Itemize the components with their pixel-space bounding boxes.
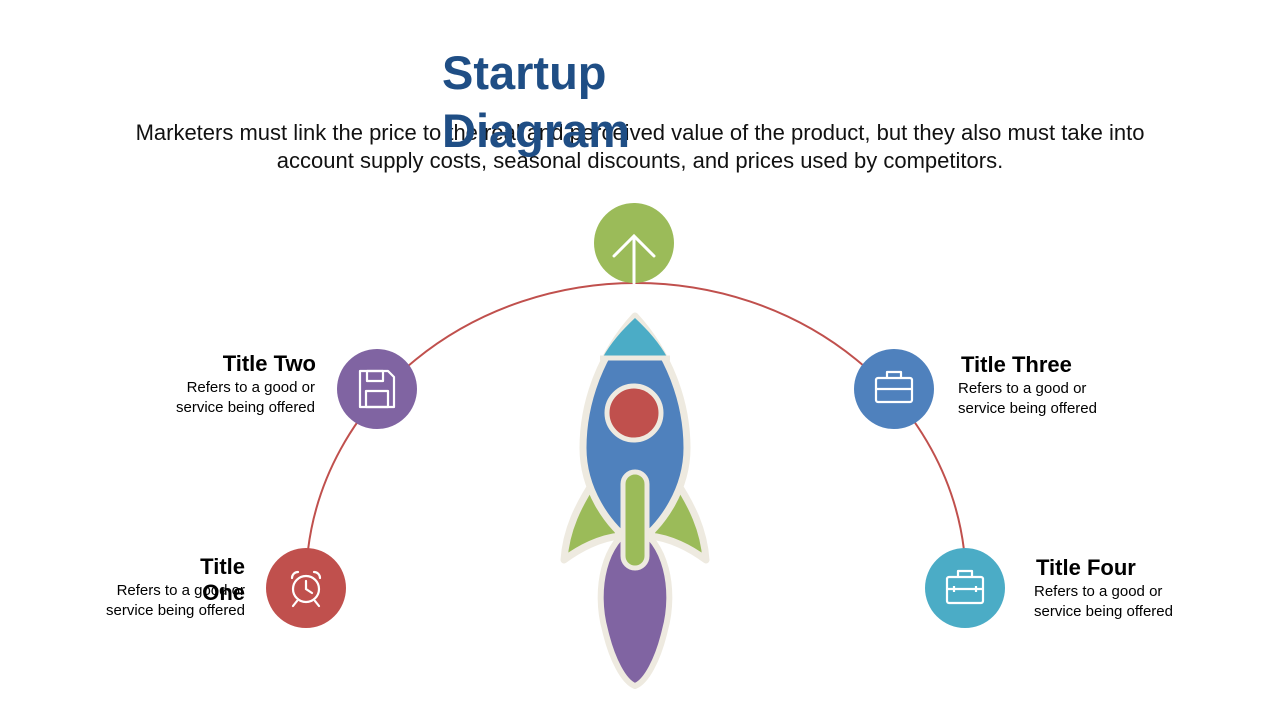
slide-title: Startup Diagram [442,46,631,157]
rocket-fin-left [560,474,624,564]
briefcase-icon [874,370,914,404]
rocket-fin-right [646,474,710,564]
top-node [594,203,674,285]
node-title-four [925,548,1005,628]
node-title-one [266,548,346,628]
slide-description: Marketers must link the price to the rea… [135,120,1145,173]
item-desc-three: Refers to a good or service being offere… [958,380,1097,417]
rocket-nose [603,318,667,357]
item-title-four: Title Four [1036,555,1136,580]
rocket-center-fin [620,469,650,571]
item-desc-four: Refers to a good or service being offere… [1034,583,1173,620]
alarm-clock-icon [290,570,322,608]
item-desc-one: Refers to a good or service being offere… [106,582,245,619]
floppy-disk-icon [358,369,396,409]
node-title-two [337,349,417,429]
arrow-up-icon [612,233,656,285]
rocket-window [604,383,664,443]
item-desc-two: Refers to a good or service being offere… [176,379,315,416]
rocket-illustration [560,312,710,689]
item-title-one: Title One [200,554,245,605]
node-title-three [854,349,934,429]
toolbox-icon [945,569,985,605]
rocket-flame [597,524,673,689]
item-title-two: Title Two [222,351,316,376]
item-title-three: Title Three [961,352,1072,377]
